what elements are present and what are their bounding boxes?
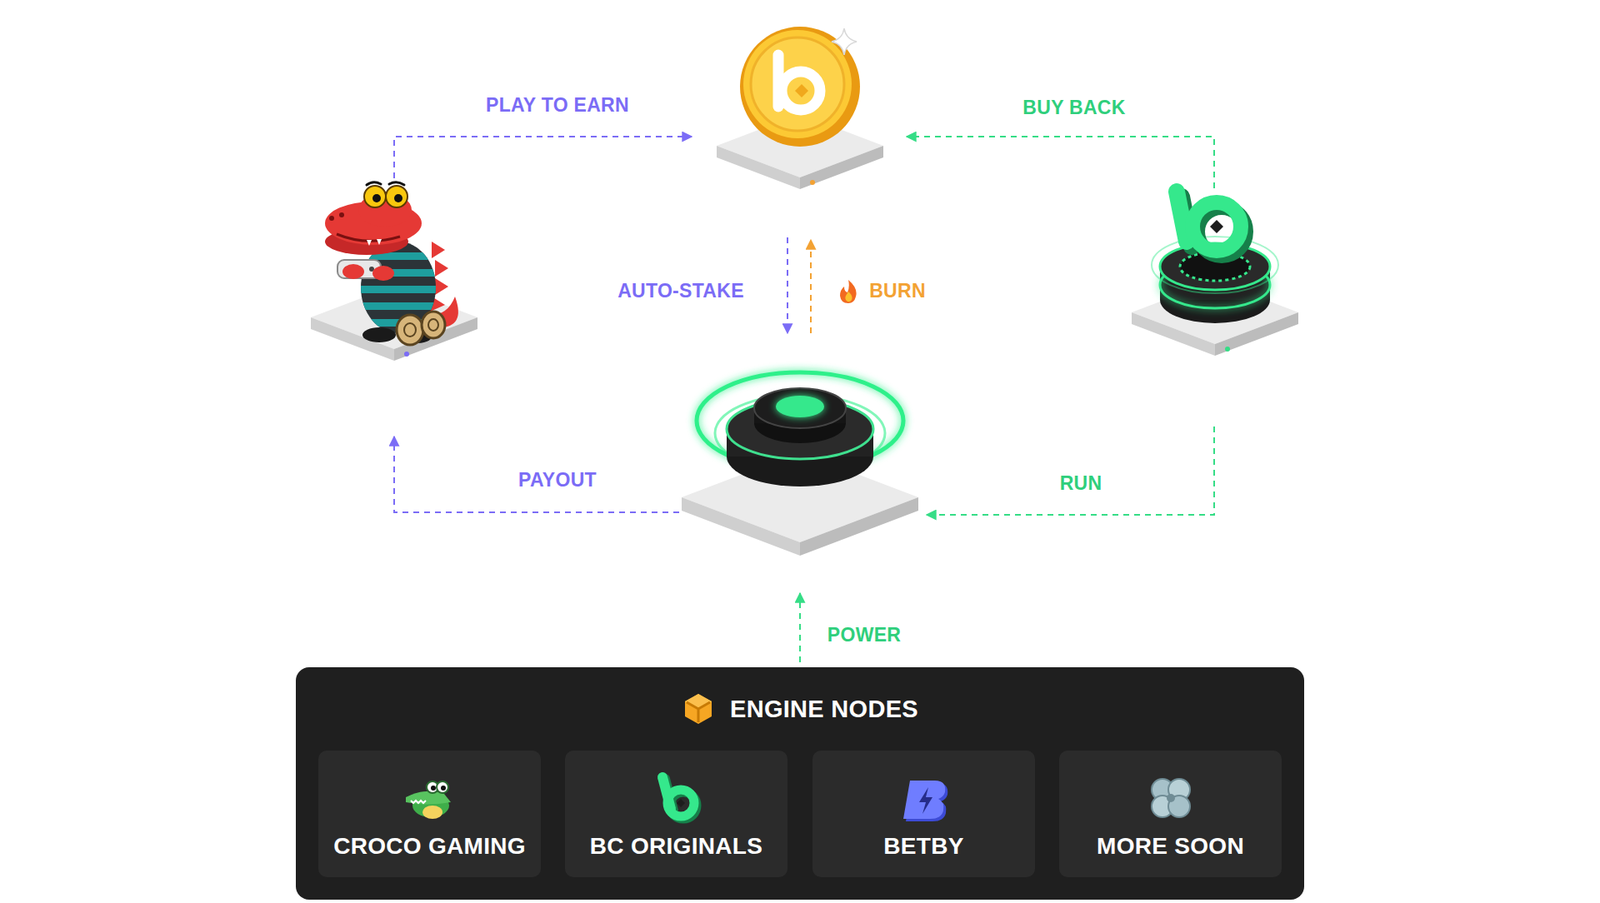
crocodile-player — [358, 302, 442, 310]
engine-platform — [681, 497, 800, 556]
engine-nodes-panel: ENGINE NODES CROCO GAMING BC ORIGINALS B… — [295, 667, 1305, 900]
clover-logo — [1141, 769, 1200, 828]
crocodile-player — [435, 260, 449, 277]
croco-logo — [440, 785, 446, 791]
burn-line — [810, 240, 812, 334]
token-coin — [740, 26, 860, 147]
betby-logo — [919, 787, 933, 815]
crocodile-player — [372, 194, 381, 203]
croco-logo — [436, 781, 449, 794]
cube-icon — [681, 692, 715, 726]
coin-platform — [716, 145, 800, 190]
engine-node-card: BC ORIGINALS — [565, 750, 788, 878]
power-line — [799, 593, 801, 663]
fire-icon — [840, 280, 857, 304]
card-text: BC ORIGINALS — [565, 831, 788, 862]
crocodile-player — [421, 311, 445, 339]
play-to-earn-line — [394, 136, 692, 179]
node-name: CROCO GAMING — [333, 831, 526, 862]
crocodile-player — [385, 185, 408, 208]
crocodile-player — [358, 285, 442, 294]
token-coin — [743, 30, 852, 139]
crocodile-player — [364, 185, 386, 208]
crocodile-player — [372, 265, 395, 281]
crocodile-player — [342, 264, 365, 280]
crocodile-player — [366, 240, 372, 246]
crocodile-player — [431, 241, 445, 259]
token-coin — [750, 37, 845, 131]
coin-platform — [800, 145, 884, 190]
card-text: CROCO GAMING — [318, 831, 541, 862]
flow-label: RUN — [1060, 471, 1103, 495]
token-coin — [740, 26, 860, 147]
croco-logo — [430, 785, 436, 791]
croco-logo — [410, 800, 426, 804]
crocodile-player — [396, 315, 424, 345]
crocodile-player — [404, 323, 416, 337]
player-platform — [404, 351, 410, 357]
cube-icon — [685, 694, 712, 710]
flow-label: POWER — [827, 623, 901, 647]
crocodile-player — [394, 194, 403, 203]
token-coin — [831, 28, 857, 55]
panel-heading: ENGINE NODES — [295, 690, 1305, 728]
payout-line — [394, 436, 680, 513]
token-coin — [781, 71, 820, 110]
crocodile-player — [339, 212, 345, 218]
crocodile-player — [366, 182, 405, 185]
engine-core — [754, 388, 846, 429]
card-text: MORE SOON — [1059, 831, 1282, 862]
node-name: BC ORIGINALS — [590, 831, 763, 862]
fire-icon — [845, 291, 852, 302]
croco-logo — [400, 769, 460, 828]
panel-title: ENGINE NODES — [730, 694, 919, 725]
bc-logo — [647, 769, 706, 828]
engine-node-card: MORE SOON — [1059, 750, 1282, 878]
crocodile-player — [376, 239, 382, 245]
buy-back-line — [906, 136, 1215, 189]
engine-core — [696, 372, 904, 470]
flow-label: AUTO-STAKE — [617, 279, 745, 303]
crocodile-player — [428, 319, 439, 331]
flow-label: PAYOUT — [518, 468, 597, 492]
node-name: BETBY — [883, 831, 964, 862]
betby-logo — [895, 769, 954, 828]
bc-logo — [667, 790, 695, 817]
roulette-device — [1176, 191, 1187, 242]
game-platform — [1225, 346, 1230, 352]
auto-stake-line — [786, 237, 789, 334]
crocodile-player — [325, 182, 459, 345]
roulette-device — [1151, 191, 1279, 324]
engine-node-card: CROCO GAMING — [318, 750, 541, 878]
token-coin — [795, 84, 809, 98]
card-text: BETBY — [812, 831, 1035, 862]
cube-icon — [685, 694, 712, 725]
roulette-device — [1192, 202, 1241, 251]
coin-platform — [810, 180, 815, 185]
engine-core — [775, 395, 825, 418]
croco-logo — [422, 805, 443, 820]
betby-logo — [903, 780, 945, 820]
cube-icon — [686, 702, 710, 723]
run-line — [926, 426, 1215, 515]
crocodile-player — [362, 327, 396, 343]
engine-platform — [800, 497, 919, 556]
bc-logo — [676, 799, 685, 808]
node-name: MORE SOON — [1096, 831, 1245, 862]
engine-core — [696, 372, 904, 487]
flow-label: BURN — [869, 279, 926, 303]
crocodile-player — [435, 278, 449, 295]
flow-label: BUY BACK — [1022, 95, 1125, 120]
clover-logo — [1166, 794, 1175, 803]
crocodile-player — [329, 215, 335, 221]
flow-label: PLAY TO EARN — [485, 93, 630, 117]
flow-lines — [394, 136, 1215, 663]
fire-icon — [840, 280, 857, 304]
engine-node-card: BETBY — [812, 750, 1035, 878]
roulette-device — [1210, 220, 1224, 234]
